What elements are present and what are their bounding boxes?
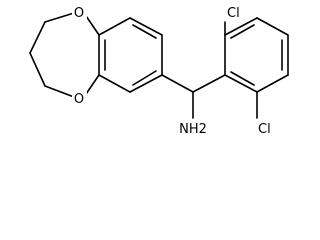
label-bg-o-top (72, 4, 87, 20)
bond-ph-c6-c1 (224, 74, 258, 93)
bond-benzo-c8-c7 (129, 17, 163, 36)
label-bg-cl-bottom (257, 120, 275, 136)
bond-ph-c5-c6 (256, 74, 289, 93)
dioxepine-ring (29, 12, 100, 98)
benzo-ring (98, 17, 163, 93)
molecule-canvas: O O Cl Cl NH2 (29, 4, 289, 137)
bond-ring-c2-c3 (29, 52, 46, 87)
structure-diagram: O O Cl Cl NH2 (29, 4, 289, 137)
bond-ph-c2-c3 (224, 17, 258, 36)
atom-o-bottom: O (74, 92, 84, 107)
bond-ring-o1-c1 (44, 12, 75, 23)
atom-labels: O O Cl Cl NH2 (72, 4, 275, 137)
bond-benzo-c8a-c8 (98, 17, 131, 36)
atom-o-top: O (74, 6, 84, 21)
bond-ph-inner-3 (230, 71, 255, 86)
dichlorophenyl-ring (224, 17, 289, 93)
bond-ch-to-phenyl (192, 74, 226, 93)
label-bg-nh2 (177, 120, 209, 136)
label-bg-o-bottom (72, 90, 87, 106)
bond-ring-c1-c2 (29, 21, 46, 54)
atom-cl-top: Cl (227, 6, 240, 21)
bond-ph-c3-c4 (256, 17, 289, 36)
bond-ring-c3-o2 (44, 85, 75, 98)
central-carbon-bonds (161, 74, 226, 119)
atom-nh2: NH2 (179, 122, 207, 137)
label-bg-cl-top (227, 4, 245, 20)
bond-benzo-c5-c4a (98, 74, 131, 93)
bond-benzo-c6-c5 (129, 74, 163, 93)
bond-benzo-inner-1 (132, 24, 157, 39)
bond-ph-inner-1 (230, 24, 255, 39)
bond-benzo-to-ch (161, 74, 194, 93)
bond-benzo-inner-2 (132, 70, 157, 86)
atom-cl-bottom: Cl (258, 122, 271, 137)
chlorine-bonds (224, 21, 258, 119)
